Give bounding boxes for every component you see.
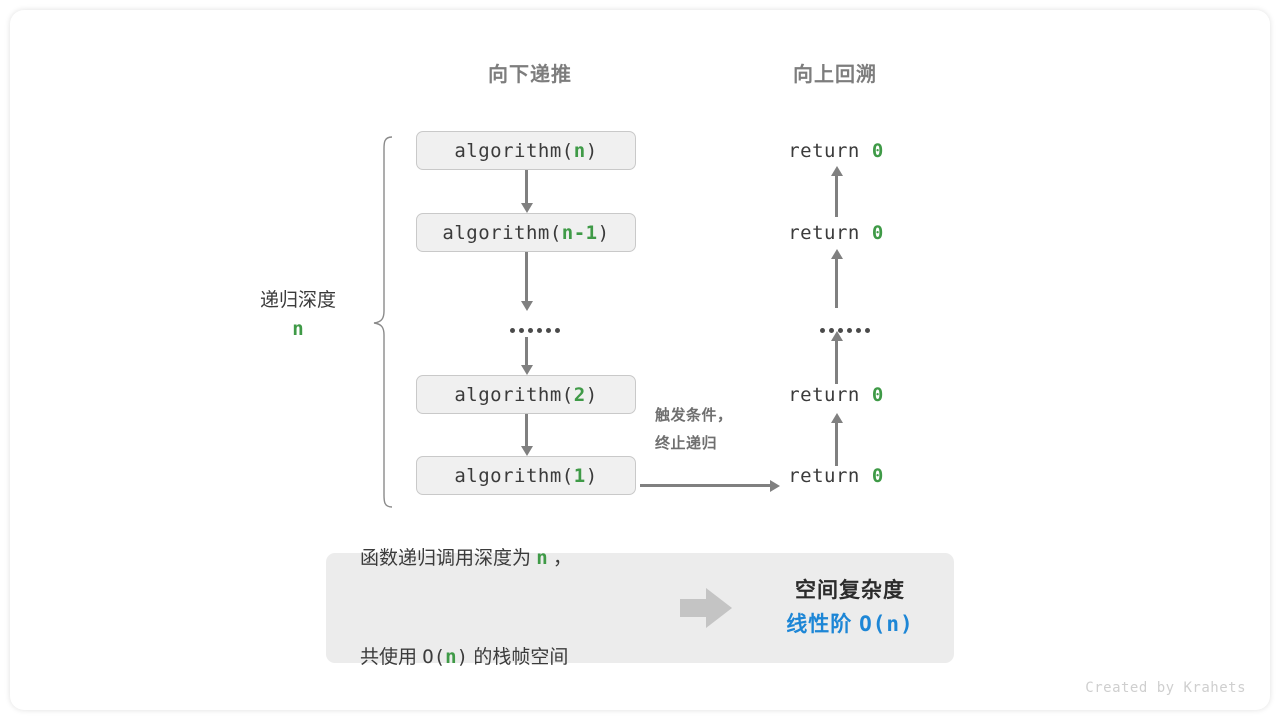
call-arg: 1 [573, 464, 586, 487]
credit-text: Created by Krahets [1085, 680, 1246, 696]
return-statement: return 0 [721, 222, 951, 244]
recursion-depth-text: 递归深度 [259, 290, 336, 311]
call-name: algorithm( [454, 383, 574, 406]
call-name: algorithm( [454, 139, 574, 162]
call-name: algorithm( [454, 464, 574, 487]
summary-conclusion: 空间复杂度 线性阶 O(n) [738, 574, 954, 641]
terminate-note-line2: 终止递归 [655, 434, 718, 452]
ellipsis-icon-right [820, 328, 870, 333]
terminate-note-line1: 触发条件， [655, 407, 733, 424]
summary-line2-n: n [445, 646, 457, 669]
arrow-up-icon [830, 413, 843, 466]
arrow-up-icon [830, 249, 843, 308]
call-arg: 2 [573, 383, 586, 406]
summary-line1-n: n [536, 546, 548, 569]
summary-line1-prefix: 函数递归调用深度为 [360, 547, 537, 569]
summary-line2-o: O( [422, 646, 446, 669]
call-box-n[interactable]: algorithm(n) [416, 131, 636, 170]
return-value: 0 [871, 222, 884, 244]
summary-line2-suffix: 的栈帧空间 [468, 647, 569, 669]
summary-line-1: 函数递归调用深度为 n ， [360, 542, 676, 575]
call-box-n-minus-1[interactable]: algorithm(n-1) [416, 213, 636, 252]
complexity-expression: O(n) [859, 612, 914, 636]
return-value: 0 [871, 384, 884, 406]
summary-panel: 函数递归调用深度为 n ， 共使用 O(n) 的栈帧空间 空间复杂度 线性阶 O… [326, 547, 954, 668]
return-value: 0 [871, 465, 884, 487]
diagram-canvas: 向下递推 向上回溯 递归深度 n algorithm(n) algorithm(… [10, 10, 1270, 710]
arrow-down-icon [520, 337, 533, 375]
return-statement: return 0 [721, 465, 951, 487]
call-close: ) [585, 139, 598, 162]
ellipsis-icon-left [510, 328, 560, 333]
call-box-1[interactable]: algorithm(1) [416, 456, 636, 495]
return-value: 0 [871, 140, 884, 162]
return-keyword: return [788, 384, 872, 406]
space-complexity-value: 线性阶 O(n) [746, 608, 954, 642]
call-close: ) [585, 464, 598, 487]
right-arrow-icon [680, 588, 738, 628]
summary-line2-close: ) [456, 646, 469, 669]
summary-line-2: 共使用 O(n) 的栈帧空间 [360, 641, 676, 674]
call-close: ) [597, 221, 610, 244]
arrow-down-icon [520, 170, 533, 213]
arrow-right-icon [640, 479, 780, 492]
summary-description: 函数递归调用深度为 n ， 共使用 O(n) 的栈帧空间 [326, 475, 676, 710]
call-close: ) [585, 383, 598, 406]
arrow-down-icon [520, 252, 533, 311]
return-keyword: return [788, 465, 872, 487]
return-keyword: return [788, 222, 872, 244]
complexity-class-label: 线性阶 [786, 613, 860, 636]
recursion-depth-brace [373, 136, 393, 508]
summary-line1-suffix: ， [547, 547, 573, 569]
arrow-up-icon [830, 166, 843, 217]
return-statement: return 0 [721, 140, 951, 162]
arrow-up-icon [830, 331, 843, 384]
call-box-2[interactable]: algorithm(2) [416, 375, 636, 414]
column-header-return-up: 向上回溯 [793, 64, 877, 86]
recursion-depth-value: n [292, 317, 304, 340]
space-complexity-title: 空间复杂度 [795, 579, 905, 603]
call-arg: n-1 [561, 221, 598, 244]
arrow-down-icon [520, 414, 533, 456]
terminate-condition-note: 触发条件， 终止递归 [655, 402, 785, 458]
recursion-depth-label: 递归深度 n [228, 289, 368, 342]
summary-line2-prefix: 共使用 [360, 647, 423, 669]
column-header-recurse-down: 向下递推 [488, 64, 572, 86]
call-arg: n [573, 139, 586, 162]
call-name: algorithm( [442, 221, 562, 244]
return-keyword: return [788, 140, 872, 162]
return-statement: return 0 [721, 384, 951, 406]
